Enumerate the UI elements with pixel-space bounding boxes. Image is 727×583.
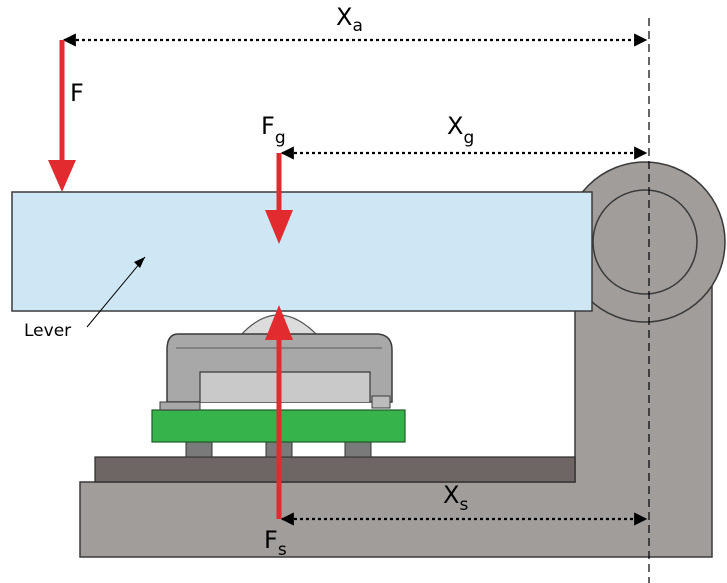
force-f-arrowhead xyxy=(48,160,76,192)
label-fs-sub: s xyxy=(278,540,287,560)
pcb-leg-left xyxy=(185,441,213,458)
label-xs: Xs xyxy=(443,481,468,515)
label-lever: Lever xyxy=(24,321,71,341)
label-fg-main: F xyxy=(261,112,275,140)
sensor-inner-recess xyxy=(199,371,371,402)
sensor-foot-left xyxy=(159,401,201,411)
label-xg-sub: g xyxy=(463,128,474,148)
label-xa-sub: a xyxy=(352,16,362,36)
label-xg-main: X xyxy=(447,112,463,140)
label-xa-main: X xyxy=(336,3,352,31)
mounting-plate xyxy=(94,456,576,483)
lever-leader-arrowhead xyxy=(134,257,145,268)
label-fg-sub: g xyxy=(275,128,286,148)
sensor-clip xyxy=(371,395,391,409)
force-fs-arrowhead xyxy=(265,305,293,340)
label-xs-main: X xyxy=(443,481,459,509)
label-xa: Xa xyxy=(336,3,363,36)
label-f: F xyxy=(70,79,84,107)
label-fg: Fg xyxy=(261,112,286,148)
label-fs: Fs xyxy=(264,526,287,560)
label-fs-main: F xyxy=(264,526,278,554)
pivot-inner xyxy=(592,189,698,295)
pcb-leg-right xyxy=(344,441,372,458)
label-xg: Xg xyxy=(447,112,474,148)
force-fg-arrowhead xyxy=(265,210,293,244)
lever-bar xyxy=(11,191,593,312)
label-xs-sub: s xyxy=(459,495,468,515)
lever-leader-line xyxy=(86,256,146,328)
